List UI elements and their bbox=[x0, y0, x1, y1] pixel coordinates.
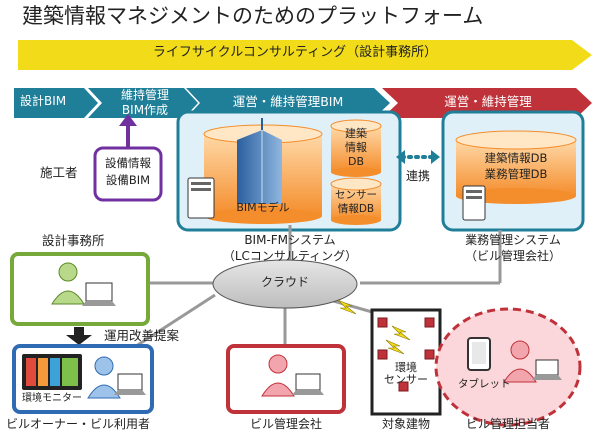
building-icon bbox=[237, 118, 282, 204]
staff-caption: ビル管理担当者 bbox=[465, 417, 550, 431]
mgmt-company-label: ビル管理会社 bbox=[249, 417, 322, 431]
architecture-db-cylinder bbox=[330, 119, 382, 177]
staff-laptop-icon bbox=[532, 359, 562, 380]
mgmt-laptop-icon bbox=[292, 373, 324, 395]
sensor-db-line2: 情報DB bbox=[337, 203, 375, 215]
business-db-cylinder bbox=[455, 130, 577, 204]
sensor-db-cylinder bbox=[330, 177, 382, 225]
lifecycle-label: ライフサイクルコンサルティング（設計事務所） bbox=[152, 45, 438, 60]
phase-maintenance-arrow bbox=[88, 88, 198, 118]
environment-monitor-label: 環境モニター bbox=[22, 393, 82, 404]
bimfm-caption-line1: BIM-FMシステム bbox=[244, 233, 336, 247]
cloud-label: クラウド bbox=[260, 275, 309, 289]
phase-operation-bim-label: 運営・維持管理BIM bbox=[232, 94, 344, 109]
contractor-box bbox=[93, 146, 163, 202]
environment-monitor-icon bbox=[22, 354, 82, 390]
design-office-laptop-icon bbox=[82, 282, 116, 306]
sensor-db-line1: センサー bbox=[335, 189, 377, 201]
phase-maintenance-label-2: BIM作成 bbox=[121, 103, 169, 117]
lifecycle-arrow bbox=[18, 40, 592, 70]
owner-laptop-icon bbox=[114, 373, 146, 395]
cloud-shape bbox=[212, 259, 358, 309]
business-db-line2: 業務管理DB bbox=[484, 167, 548, 181]
link-label: 連携 bbox=[406, 169, 431, 183]
network-lines bbox=[129, 225, 502, 352]
architecture-db-line1: 建築 bbox=[345, 127, 367, 140]
owner-person-icon bbox=[87, 356, 121, 399]
page-title: 建築情報マネジメントのためのプラットフォーム bbox=[22, 4, 484, 28]
sensor-icons bbox=[377, 317, 435, 392]
contractor-box-line2: 設備BIM bbox=[105, 173, 151, 187]
bimfm-caption-line2: （LCコンサルティング） bbox=[222, 249, 358, 263]
owner-caption: ビルオーナー・ビル利用者 bbox=[6, 417, 151, 431]
proposal-label: 運用改善提案 bbox=[104, 328, 180, 343]
business-caption-line1: 業務管理システム bbox=[465, 233, 561, 247]
tablet-label: タブレット bbox=[458, 378, 511, 390]
mgmt-person-icon bbox=[261, 354, 295, 397]
target-building-label: 対象建物 bbox=[381, 417, 430, 431]
design-office-person-icon bbox=[51, 262, 85, 305]
phase-design-bim-arrow bbox=[14, 88, 98, 118]
sensor-label-line2: センサー bbox=[384, 373, 428, 386]
sensor-label-line1: 環境 bbox=[395, 361, 417, 374]
lightning-icons bbox=[337, 299, 411, 355]
mgmt-company-box bbox=[226, 344, 346, 414]
business-db-line1: 建築情報DB bbox=[484, 151, 548, 165]
architecture-db-line3: DB bbox=[347, 155, 365, 168]
phase-operation-label: 運営・維持管理 bbox=[444, 94, 532, 109]
architecture-db-line2: 情報 bbox=[345, 141, 367, 154]
contractor-box-line1: 設備情報 bbox=[105, 156, 151, 170]
staff-person-icon bbox=[503, 340, 537, 383]
tablet-icon bbox=[467, 337, 491, 371]
design-office-box bbox=[10, 252, 150, 326]
design-office-label: 設計事務所 bbox=[42, 233, 105, 248]
contractor-label: 施工者 bbox=[40, 165, 78, 180]
server-icon bbox=[187, 177, 215, 219]
business-caption-line2: （ビル管理会社） bbox=[464, 249, 561, 263]
phase-design-bim-label: 設計BIM bbox=[20, 94, 67, 108]
bim-model-label: BIMモデル bbox=[236, 201, 290, 214]
business-server-icon bbox=[462, 185, 486, 221]
proposal-arrow bbox=[66, 327, 92, 345]
phase-maintenance-label-1: 維持管理 bbox=[120, 88, 169, 102]
